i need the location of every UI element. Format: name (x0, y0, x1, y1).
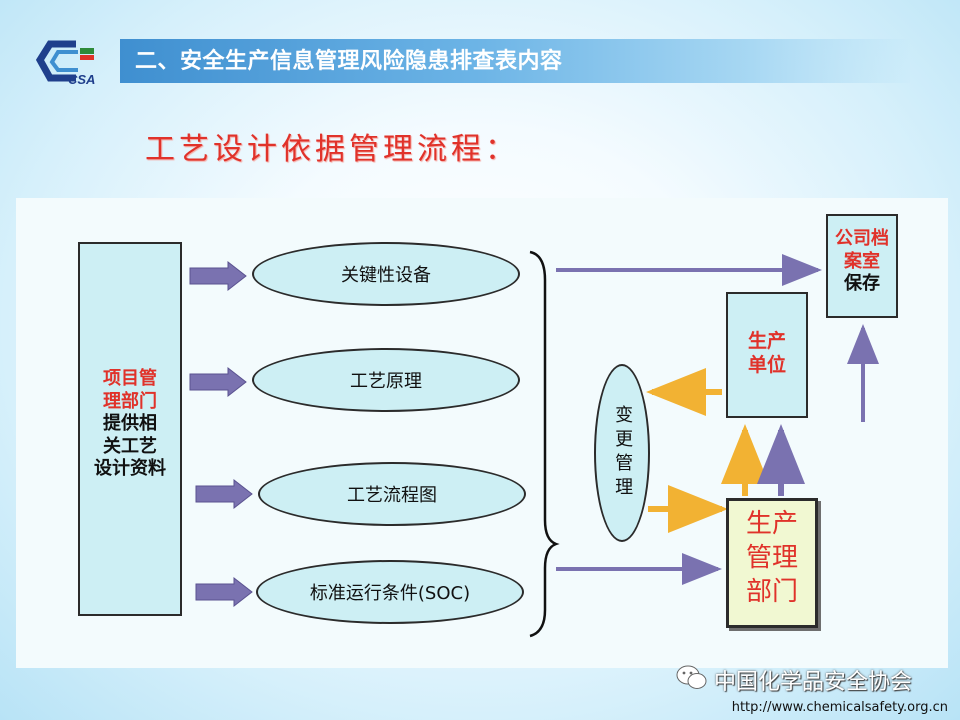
archive-label: 公司档 案室 保存 (835, 228, 889, 294)
block-arrow (189, 260, 253, 608)
production-dept-box (726, 498, 818, 628)
production-unit-label: 生产 单位 (747, 330, 786, 376)
project-mgmt-box (78, 242, 182, 616)
item-soc: 标准运行条件(SOC) (256, 560, 524, 624)
change-management: 变更管理 (594, 364, 650, 542)
page-title: 二、安全生产信息管理风险隐患排查表内容 (135, 49, 563, 74)
curly-brace (529, 250, 560, 638)
production-dept-label: 生产 管理 部门 (745, 509, 798, 607)
svg-text:CSA: CSA (68, 72, 95, 86)
title-bar (120, 39, 910, 83)
production-unit-box (726, 292, 808, 418)
project-mgmt-label: 项目管 理部门 提供相 关工艺 设计资料 (94, 368, 166, 479)
footer-url[interactable]: http://www.chemicalsafety.org.cn (731, 700, 948, 715)
archive-box (826, 214, 898, 318)
watermark-text: 中国化学品安全协会 (714, 670, 913, 695)
item-process-flow-diagram: 工艺流程图 (258, 462, 526, 526)
item-process-principle: 工艺原理 (252, 348, 520, 412)
item-key-equipment: 关键性设备 (252, 242, 520, 306)
wechat-icon (676, 665, 707, 689)
csa-logo: CSA (36, 40, 95, 86)
section-subtitle: 工艺设计依据管理流程： (145, 132, 519, 167)
